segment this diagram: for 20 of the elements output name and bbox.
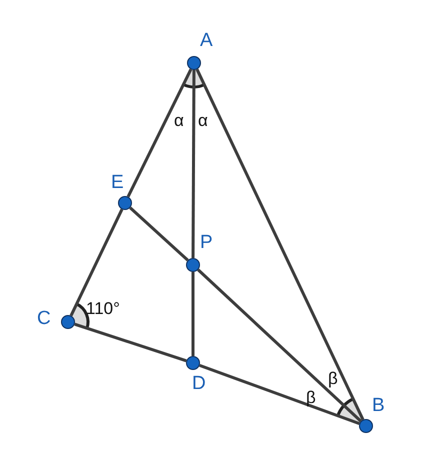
line-segment: [129, 206, 189, 262]
angle-label: β: [328, 370, 338, 388]
angle-label: β: [306, 389, 316, 407]
angle-label: α: [174, 112, 184, 130]
point-label: B: [372, 396, 385, 416]
line-segment: [70, 208, 124, 316]
angle-label: α: [198, 112, 208, 130]
line-segment: [196, 68, 364, 420]
point-label: E: [111, 173, 124, 193]
line-segment: [74, 322, 187, 362]
point-label: P: [200, 233, 213, 253]
line-segment: [192, 272, 194, 356]
angle-label: 110°: [86, 300, 120, 318]
line-segment: [197, 268, 362, 422]
point-label: D: [192, 374, 206, 394]
line-segment: [199, 364, 360, 426]
point-label: C: [37, 309, 51, 329]
point-label: A: [200, 31, 213, 51]
line-segment: [192, 70, 196, 258]
line-segment: [126, 68, 192, 198]
